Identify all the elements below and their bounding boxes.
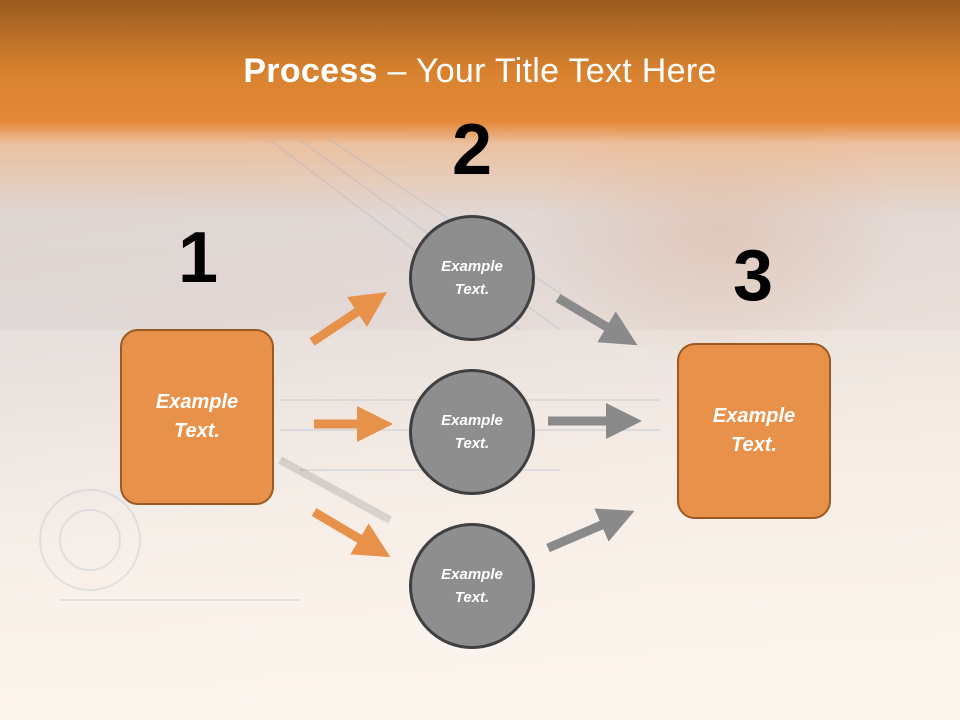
step-box-right-text: Example Text. — [712, 405, 796, 456]
arrow-to-top-circle — [309, 292, 387, 346]
arrow-to-bottom-circle — [311, 508, 391, 558]
step-number-3: 3 — [732, 236, 774, 316]
arrow-from-top-circle — [555, 294, 638, 346]
circle-middle: Example Text. — [409, 369, 535, 495]
circle-top: Example Text. — [409, 215, 535, 341]
step-number-1: 1 — [177, 218, 219, 298]
slide-title: Process – Your Title Text Here — [0, 52, 960, 91]
circle-middle-text: Example Text. — [441, 412, 503, 452]
gray-arrows — [546, 294, 642, 553]
title-bold: Process — [243, 52, 378, 90]
step-box-left-text: Example Text. — [155, 391, 239, 442]
step-number-2: 2 — [451, 110, 493, 190]
orange-arrows — [309, 292, 393, 558]
circle-bottom-text: Example Text. — [441, 566, 503, 606]
arrow-from-bottom-circle — [546, 508, 635, 553]
step-box-right: Example Text. — [677, 343, 831, 519]
circle-bottom: Example Text. — [409, 523, 535, 649]
circle-top-text: Example Text. — [441, 258, 503, 298]
title-rest: – Your Title Text Here — [377, 52, 717, 90]
step-box-left: Example Text. — [120, 329, 274, 505]
